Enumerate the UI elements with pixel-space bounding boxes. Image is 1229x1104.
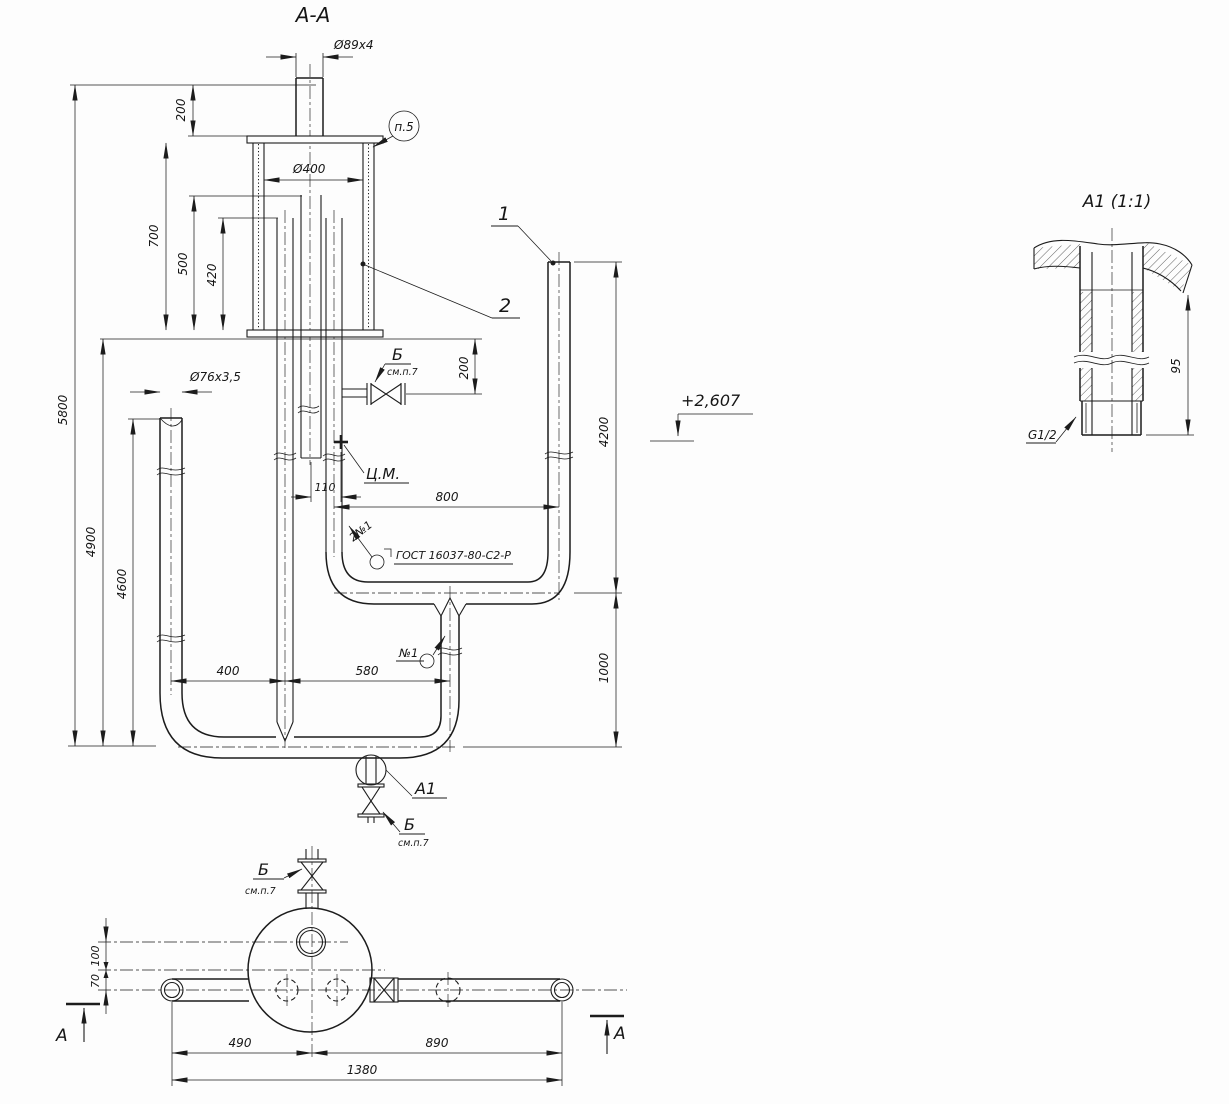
top-inlet-pipe [295, 53, 324, 136]
dim-580: 580 [356, 664, 379, 678]
plan-view: Б см.п.7 [55, 846, 627, 1086]
dimension-lines [68, 54, 622, 748]
center-of-mass-label: Ц.М. [366, 465, 400, 483]
inner-tubes [273, 195, 346, 743]
right-riser-pipe [544, 261, 574, 552]
dim-4200: 4200 [597, 416, 611, 447]
dim-4900: 4900 [84, 526, 98, 557]
plan-top-valve-icon [297, 849, 327, 909]
weld-count-label: 2№1 [347, 518, 375, 544]
dim-left-pipe: Ø76x3,5 [189, 370, 241, 384]
dim-5800: 5800 [56, 394, 70, 425]
main-view: А-А Ø89x4 Ø400 200 700 500 420 5800 4900… [56, 3, 753, 849]
valve-b-label: Б [392, 345, 403, 364]
a1-fitting-valve-icon [355, 754, 387, 823]
note-p5-label: п.5 [394, 120, 413, 134]
thread-label: G1/2 [1028, 428, 1057, 442]
left-pipe [156, 417, 186, 693]
dim-95: 95 [1169, 358, 1183, 373]
plan-valve-b-label: Б [258, 860, 269, 879]
valve-b-bottom-label: Б [404, 815, 415, 834]
plan-valve-icon [369, 977, 399, 1003]
detail-title: А1 (1:1) [1082, 192, 1151, 212]
dim-420: 420 [205, 263, 219, 286]
plan-dimensions: 100 70 490 890 1380 [89, 918, 563, 1086]
dim-490: 490 [229, 1036, 252, 1050]
item-1-label: 1 [498, 203, 510, 225]
section-arrows: А А [55, 1002, 626, 1054]
dim-70: 70 [89, 974, 102, 988]
dim-500: 500 [176, 252, 190, 275]
weld-symbol [369, 554, 385, 570]
dim-200-top: 200 [174, 98, 188, 121]
vessel [246, 135, 384, 338]
plan-centerlines [98, 846, 627, 1058]
weld-no1-label: №1 [398, 646, 418, 660]
bottom-ubend [159, 692, 460, 759]
wall-section [1033, 239, 1193, 294]
centerlines [170, 64, 560, 752]
dim-800: 800 [436, 490, 459, 504]
dim-top-pipe: Ø89x4 [333, 38, 373, 52]
dim-100: 100 [89, 946, 102, 967]
detail-dimensions: 95 G1/2 [1026, 294, 1194, 444]
callouts: п.5 1 2 Б см.п.7 Ц.М. 2№1 [334, 110, 753, 849]
weld-gost-label: ГОСТ 16037-80-С2-Р [396, 549, 511, 562]
valve-b-bottom-note: см.п.7 [398, 838, 429, 849]
note-p5-balloon [388, 110, 420, 142]
dim-890: 890 [426, 1036, 449, 1050]
middle-ubend [325, 551, 571, 617]
dimension-texts: А-А Ø89x4 Ø400 200 700 500 420 5800 4900… [56, 3, 611, 683]
dim-400: 400 [217, 664, 240, 678]
section-arrow-a-left: А [55, 1026, 68, 1046]
dim-110: 110 [315, 481, 336, 494]
elevation-mark: +2,607 [650, 391, 753, 442]
dim-vessel-dia: Ø400 [292, 162, 326, 176]
dim-4600: 4600 [115, 568, 129, 599]
elevation-label: +2,607 [681, 391, 741, 410]
section-title: А-А [294, 3, 331, 27]
dim-700: 700 [147, 224, 161, 247]
side-valve-icon [342, 382, 406, 406]
plan-pipe-run [160, 977, 574, 1003]
section-arrow-a-right: А [613, 1024, 626, 1044]
plan-vessel [247, 907, 373, 1033]
dim-1000: 1000 [597, 652, 611, 683]
detail-view-a1: А1 (1:1) [1026, 192, 1194, 452]
valve-b-note: см.п.7 [387, 367, 418, 378]
center-of-mass-mark [334, 435, 348, 449]
dim-200-valve: 200 [457, 356, 471, 379]
dim-1380: 1380 [347, 1063, 378, 1077]
detail-ref-label: А1 [414, 779, 436, 798]
item-2-label: 2 [499, 295, 511, 317]
plan-valve-b-note: см.п.7 [245, 886, 276, 897]
threaded-fitting [1073, 246, 1150, 436]
